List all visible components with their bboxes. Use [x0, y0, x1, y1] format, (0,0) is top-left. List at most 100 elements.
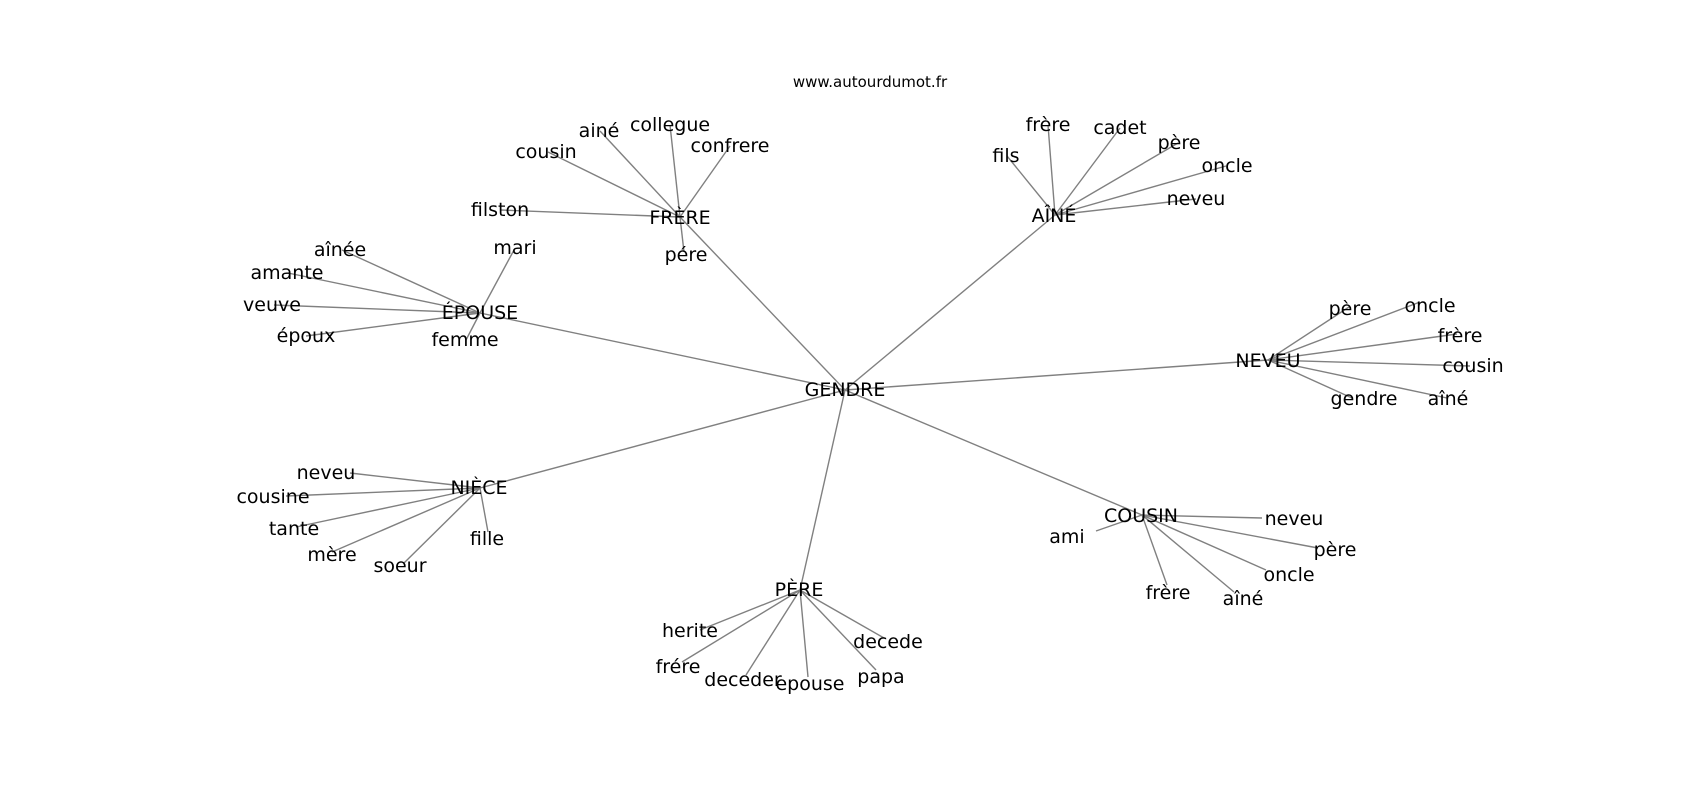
leaf-pere-decede: decede — [853, 631, 923, 653]
edge-aine-oncle — [1054, 165, 1227, 216]
center-label: GENDRE — [805, 379, 886, 401]
hub-label-niece: NIÈCE — [450, 476, 507, 499]
edge-cousin-neveu — [1141, 514, 1263, 519]
edge-neveu-oncle — [1267, 301, 1421, 361]
hub-frere: FRÈRE filston cousin ainé collegue confr… — [471, 114, 770, 266]
edge-neveu-gendre — [1267, 359, 1353, 399]
hub-niece: NIÈCE neveu cousine tante mère soeur fil… — [236, 462, 507, 577]
hub-cousin: COUSIN ami neveu père oncle aîné frère — [1049, 505, 1356, 610]
leaf-aine-fils: fils — [992, 145, 1019, 167]
edge-pere-epouse — [799, 589, 809, 678]
hub-pere: PÈRE herite frére deceder epouse papa de… — [656, 578, 923, 695]
edge-neveu-aine — [1267, 359, 1448, 399]
edge-neveu-pere — [1267, 306, 1350, 361]
edge-center-neveu — [844, 359, 1269, 391]
edge-center-epouse — [479, 312, 846, 391]
hub-label-aine: AÎNÉ — [1032, 204, 1077, 227]
edge-frere-filston — [499, 209, 681, 218]
edge-frere-confrere — [679, 145, 731, 218]
edge-pere-frere — [681, 589, 801, 663]
leaf-frere-pere: pére — [665, 244, 708, 266]
hub-label-epouse: ÉPOUSE — [442, 301, 518, 324]
leaf-neveu-pere: père — [1329, 298, 1372, 320]
leaf-aine-oncle: oncle — [1201, 155, 1252, 177]
edge-aine-pere — [1054, 142, 1179, 216]
leaf-epouse-mari: mari — [493, 237, 536, 259]
edge-epouse-amante — [287, 272, 481, 314]
edge-pere-decede — [799, 589, 885, 639]
leaf-cousin-aine: aîné — [1223, 588, 1264, 610]
leaf-niece-tante: tante — [269, 518, 319, 540]
leaf-frere-aine: ainé — [579, 120, 620, 142]
leaf-neveu-aine: aîné — [1428, 388, 1469, 410]
edge-pere-herite — [699, 589, 801, 631]
edge-niece-neveu — [349, 472, 481, 489]
edge-niece-soeur — [403, 487, 481, 564]
hub-epouse: ÉPOUSE aînée amante veuve époux femme ma… — [243, 237, 537, 351]
edge-center-aine — [844, 214, 1056, 391]
leaf-frere-collegue: collegue — [630, 114, 710, 136]
edge-cousin-aine — [1141, 514, 1235, 593]
leaf-aine-pere: père — [1158, 132, 1201, 154]
edge-epouse-veuve — [273, 304, 481, 314]
edge-epouse-femme — [465, 312, 481, 341]
edge-aine-frere — [1047, 124, 1056, 216]
edge-center-niece — [479, 389, 846, 489]
leaf-cousin-neveu: neveu — [1265, 508, 1324, 530]
leaf-cousin-oncle: oncle — [1263, 564, 1314, 586]
edge-cousin-frere — [1141, 514, 1168, 586]
edge-center-cousin — [844, 389, 1143, 516]
edge-niece-tante — [295, 487, 481, 528]
leaf-epouse-veuve: veuve — [243, 294, 301, 316]
leaf-epouse-epoux: époux — [277, 325, 336, 347]
edge-center-frere — [679, 216, 846, 391]
hub-label-cousin: COUSIN — [1104, 505, 1178, 527]
leaf-niece-fille: fille — [470, 528, 504, 550]
hub-edge-layer — [479, 214, 1269, 591]
leaf-frere-filston: filston — [471, 199, 529, 221]
edge-cousin-pere — [1141, 514, 1319, 549]
leaf-niece-neveu: neveu — [297, 462, 356, 484]
edge-center-pere — [799, 389, 846, 591]
leaf-pere-deceder: deceder — [704, 669, 782, 691]
edge-pere-deceder — [745, 589, 801, 676]
leaf-epouse-amante: amante — [251, 262, 324, 284]
edge-epouse-ainee — [341, 249, 481, 314]
leaf-neveu-gendre: gendre — [1331, 388, 1398, 410]
leaf-neveu-cousin: cousin — [1442, 355, 1503, 377]
edge-cousin-ami — [1095, 514, 1143, 532]
leaf-cousin-ami: ami — [1049, 526, 1084, 548]
edge-aine-fils — [1006, 155, 1056, 216]
leaf-pere-herite: herite — [662, 620, 718, 642]
hub-neveu: NEVEU père oncle frère cousin aîné gendr… — [1235, 295, 1503, 410]
edge-niece-cousine — [285, 487, 481, 497]
edge-epouse-mari — [479, 249, 515, 314]
leaf-aine-neveu: neveu — [1167, 188, 1226, 210]
edge-neveu-frere — [1267, 333, 1458, 361]
leaf-cousin-frere: frère — [1146, 582, 1191, 604]
leaf-neveu-frere: frère — [1438, 325, 1483, 347]
edge-epouse-epoux — [305, 312, 481, 337]
edge-frere-pere — [679, 216, 685, 253]
hub-label-neveu: NEVEU — [1235, 350, 1300, 372]
leaf-epouse-ainee: aînée — [314, 239, 366, 261]
leaf-epouse-femme: femme — [431, 329, 498, 351]
edge-niece-fille — [479, 487, 489, 533]
hub-aine: AÎNÉ fils frère cadet père oncle neveu — [992, 114, 1252, 227]
source-label: www.autourdumot.fr — [793, 73, 948, 91]
edge-aine-neveu — [1054, 198, 1197, 216]
leaf-niece-mere: mère — [307, 544, 356, 566]
leaf-pere-frere: frére — [656, 656, 701, 678]
leaf-neveu-oncle: oncle — [1404, 295, 1455, 317]
leaf-niece-soeur: soeur — [373, 555, 426, 577]
leaf-aine-cadet: cadet — [1093, 117, 1146, 139]
leaf-niece-cousine: cousine — [236, 486, 309, 508]
leaf-aine-frere: frère — [1026, 114, 1071, 136]
edge-pere-papa — [799, 589, 877, 671]
hub-label-pere: PÈRE — [775, 578, 824, 601]
edge-aine-cadet — [1054, 127, 1121, 216]
edge-frere-cousin — [547, 151, 681, 218]
edge-niece-mere — [331, 487, 481, 553]
edge-neveu-cousin — [1267, 359, 1471, 367]
